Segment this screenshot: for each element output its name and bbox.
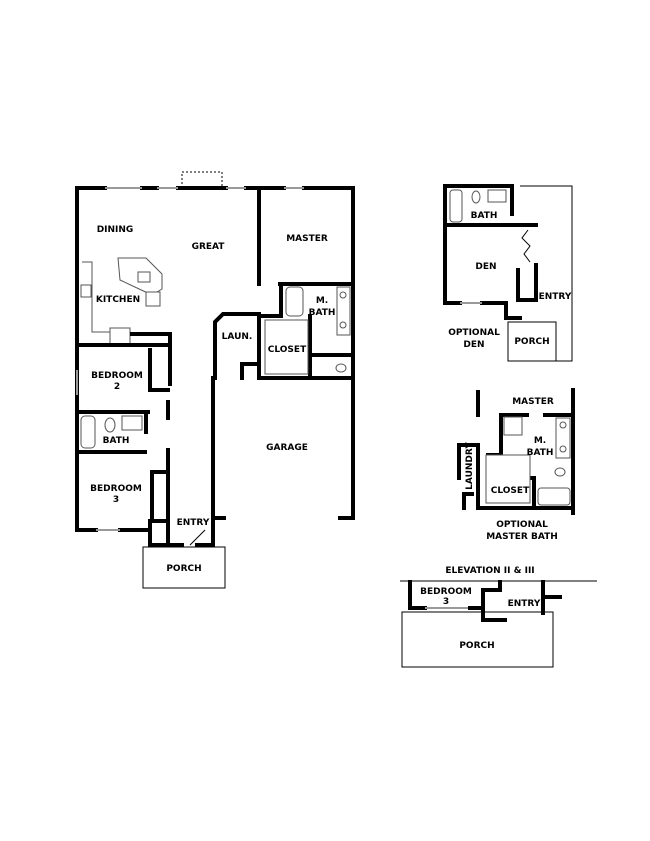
toilet-icon: [335, 363, 347, 373]
label-entry: ENTRY: [539, 292, 572, 302]
label-bedroom3-number: 3: [443, 597, 449, 607]
label-bedroom3-number: 3: [113, 495, 119, 505]
label-porch: PORCH: [166, 564, 201, 574]
porch: [507, 321, 557, 362]
wall-west: [75, 186, 107, 532]
label-bedroom2: BEDROOM: [91, 371, 143, 381]
caption-optional-den-2: DEN: [463, 340, 484, 350]
label-great: GREAT: [192, 242, 226, 252]
label-bath: BATH: [103, 436, 130, 446]
wall: [486, 413, 503, 457]
sink-icon: [339, 291, 347, 299]
wall-closet: [150, 470, 170, 523]
label-porch: PORCH: [459, 641, 494, 651]
wall: [516, 268, 538, 302]
optional-den-labels: BATH DEN ENTRY OPTIONAL DEN PORCH: [448, 211, 572, 350]
optional-master-bath-plan: [457, 388, 575, 515]
label-entry: ENTRY: [508, 599, 541, 609]
label-bedroom3: BEDROOM: [420, 587, 472, 597]
caption-optional-den-1: OPTIONAL: [448, 328, 500, 338]
toilet-icon: [471, 190, 481, 204]
wall: [481, 606, 507, 622]
label-den: DEN: [475, 262, 496, 272]
wall: [504, 301, 522, 320]
label-laundry: LAUN.: [222, 332, 253, 342]
bathtub: [80, 415, 96, 449]
label-bedroom3: BEDROOM: [90, 484, 142, 494]
vanity: [487, 189, 507, 203]
elevation-labels: ELEVATION II & III BEDROOM 3 ENTRY PORCH: [420, 566, 541, 651]
toilet-icon: [554, 467, 566, 477]
optional-den-plan: [443, 184, 573, 362]
bay-window: [181, 171, 223, 189]
wall-bedroom2: [128, 343, 172, 386]
sink-icon: [559, 445, 567, 453]
wall: [462, 492, 474, 510]
label-master: MASTER: [512, 397, 554, 407]
wall-laundry: [213, 312, 261, 380]
label-m-bath-1: M.: [534, 436, 546, 446]
closet-shelf: [264, 319, 309, 375]
wall: [130, 332, 172, 347]
wall-laundry: [457, 443, 480, 480]
caption-optional-master-bath-2: MASTER BATH: [486, 532, 558, 542]
door-swing: [189, 529, 206, 546]
label-porch: PORCH: [514, 337, 549, 347]
elevation-title: ELEVATION II & III: [445, 566, 534, 576]
vanity: [121, 415, 143, 431]
sink-icon: [137, 271, 151, 283]
label-laundry: LAUNDRY: [465, 442, 475, 490]
range: [80, 284, 92, 298]
label-kitchen: KITCHEN: [96, 295, 140, 305]
wall: [476, 443, 575, 510]
label-closet: CLOSET: [268, 345, 307, 355]
label-bath: BATH: [471, 211, 498, 221]
toilet-icon: [104, 417, 116, 433]
vanity: [555, 417, 571, 459]
sink-icon: [559, 421, 567, 429]
outline: [520, 185, 573, 362]
label-m-bath-1: M.: [316, 296, 328, 306]
label-master: MASTER: [286, 234, 328, 244]
wall: [240, 362, 261, 380]
bathtub: [449, 189, 463, 223]
main-plan-labels: DINING GREAT MASTER KITCHEN M. BATH LAUN…: [90, 225, 335, 574]
label-bedroom2-number: 2: [114, 382, 120, 392]
wall: [408, 580, 427, 610]
bathtub: [537, 487, 571, 506]
label-garage: GARAGE: [266, 443, 308, 453]
porch: [142, 546, 226, 589]
closet-shelf: [485, 454, 531, 504]
label-entry: ENTRY: [177, 518, 210, 528]
label-m-bath-2: BATH: [527, 448, 554, 458]
refrigerator: [109, 327, 131, 345]
caption-optional-master-bath-1: OPTIONAL: [496, 520, 548, 530]
kitchen-counter: [82, 261, 110, 333]
label-closet: CLOSET: [491, 486, 530, 496]
dishwasher: [145, 291, 161, 307]
porch: [401, 611, 554, 668]
shower: [503, 416, 523, 436]
sink-icon: [339, 321, 347, 329]
wall: [443, 184, 514, 305]
wall-closet: [148, 348, 170, 392]
bathtub: [285, 286, 304, 317]
main-floor-plan: [75, 171, 355, 589]
elevation-plan: [400, 580, 597, 668]
bifold-door: [521, 229, 531, 263]
optional-master-bath-labels: MASTER M. BATH LAUNDRY CLOSET OPTIONAL M…: [465, 397, 558, 542]
label-dining: DINING: [97, 225, 134, 235]
label-m-bath-2: BATH: [309, 308, 336, 318]
wall: [468, 588, 502, 610]
